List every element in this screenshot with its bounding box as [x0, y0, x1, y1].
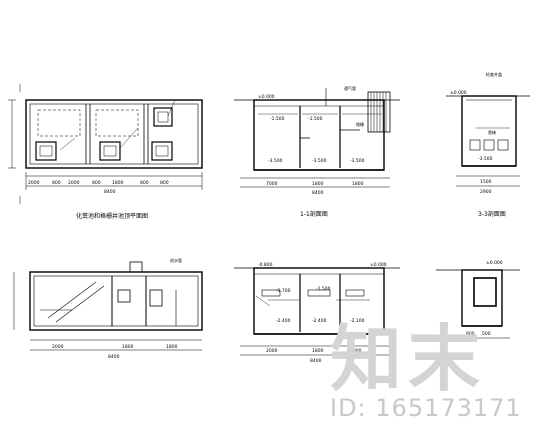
level-l4-22: -1.700	[276, 288, 291, 294]
dim-22-2: 1800	[312, 348, 324, 354]
dim-plan2-2: 1800	[122, 344, 134, 350]
level-l1b-11: -1.500	[308, 116, 323, 122]
dim-plan-6: 800	[140, 180, 149, 186]
level-top-11: ±0.000	[258, 94, 275, 100]
level-top-33: ±0.000	[450, 90, 467, 96]
level-l3b-11: -3.500	[312, 158, 327, 164]
dim-33-1: 1500	[480, 179, 492, 185]
title-section-11: 1-1剖面图	[300, 210, 328, 218]
dim-plan-2: 800	[52, 180, 61, 186]
dim-plan2-total: 8400	[108, 354, 120, 360]
label-vent: 通气管	[344, 85, 356, 91]
dim-44-2: 500	[482, 331, 491, 337]
dim-plan-total: 8400	[104, 189, 116, 195]
dim-44-1: 800	[466, 331, 475, 337]
dim-33-total: 2900	[480, 189, 492, 195]
section-1-1	[234, 88, 400, 188]
dim-11-1: 7000	[266, 181, 278, 187]
dim-plan-5: 1800	[112, 180, 124, 186]
level-l3c-11: -3.500	[350, 158, 365, 164]
dim-22-total: 8400	[310, 358, 322, 364]
plan-view-top	[8, 84, 203, 204]
level-top-44: ±0.000	[486, 260, 503, 266]
dim-plan2-3: 1800	[166, 344, 178, 350]
level-l1-11: -1.500	[270, 116, 285, 122]
label-grille: 格栅	[356, 121, 364, 127]
level-l3-11: -3.500	[268, 158, 283, 164]
drawing-labels: 2000 800 2000 800 1800 800 800 8400 化粪池和…	[28, 71, 506, 364]
section-4-4	[436, 269, 520, 339]
dim-22-3: 1800	[350, 348, 362, 354]
level-l2-22: -2.400	[276, 318, 291, 324]
level-l3-33: -3.500	[478, 156, 493, 162]
dim-plan-3: 2000	[68, 180, 80, 186]
dim-11-2: 1800	[312, 181, 324, 187]
level-l2b-22: -2.400	[312, 318, 327, 324]
level-l1-22: -1.500	[316, 286, 331, 292]
section-2-2	[234, 267, 400, 356]
title-section-33: 3-3剖面图	[478, 210, 506, 218]
plan-view-bottom	[13, 261, 203, 351]
level-top-22b: ±0.000	[370, 262, 387, 268]
dim-plan-1: 2000	[28, 180, 40, 186]
section-3-3	[446, 95, 530, 187]
dim-plan2-1: 2000	[52, 344, 64, 350]
dim-22-1: 2000	[266, 348, 278, 354]
watermark-id: ID: 165173171	[330, 394, 522, 422]
watermark-logo: 知末	[330, 317, 487, 401]
dim-plan-4: 800	[92, 180, 101, 186]
title-plan-top: 化粪池和格栅井池顶平面图	[76, 212, 148, 220]
level-l5-22: -2.100	[350, 318, 365, 324]
dim-plan-7: 800	[160, 180, 169, 186]
label-cover-33: 检查井盖	[486, 71, 502, 77]
label-pipe-in: 进水管	[170, 257, 182, 263]
dim-11-3: 1800	[352, 181, 364, 187]
level-top-22: -0.800	[258, 262, 273, 268]
label-ladder: 爬梯	[488, 129, 496, 135]
dim-11-total: 8400	[312, 190, 324, 196]
